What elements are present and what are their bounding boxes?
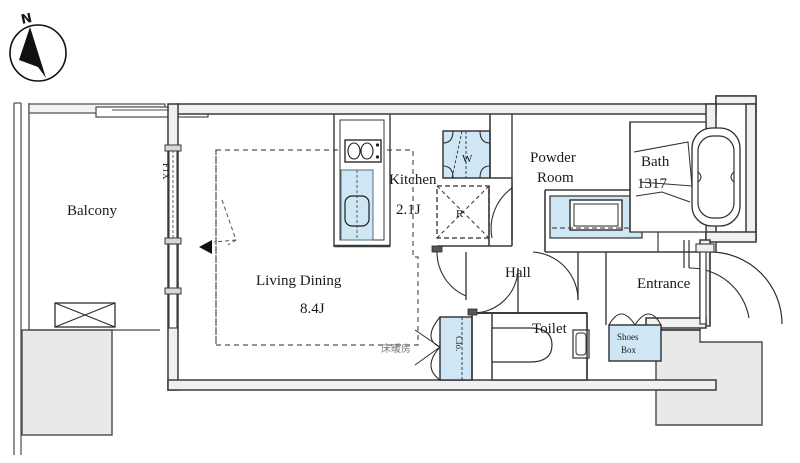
north-label: N [20, 11, 34, 28]
toilet-structure [471, 312, 590, 381]
room-label-entrance: Entrance [637, 276, 691, 292]
entrance-structure [605, 251, 700, 325]
washer-space: W [442, 130, 491, 179]
fix-window-label: FIX [161, 163, 171, 181]
room-label-balcony: Balcony [67, 203, 117, 219]
north-arrow [9, 24, 67, 82]
closet-label: Clo. [454, 336, 464, 351]
shoes-box-label-line1: Shoes [617, 332, 639, 342]
floor-heating-label: 床暖房 [381, 342, 411, 355]
balcony-sliding-door[interactable] [164, 144, 212, 329]
refrigerator-label: R [456, 208, 464, 220]
building-outer-edge [13, 102, 22, 455]
door-kitchen-to-powder[interactable] [490, 186, 513, 240]
room-area-living-dining: 8.4J [300, 301, 325, 317]
room-area-kitchen: 2.1J [396, 202, 421, 218]
door-toilet[interactable] [467, 267, 519, 316]
entrance-door[interactable] [695, 243, 783, 325]
shoes-box[interactable]: Shoes Box [608, 313, 662, 362]
washer-label: W [462, 153, 473, 165]
door-living-to-kitchen[interactable] [431, 245, 467, 300]
room-label-toilet: Toilet [532, 321, 568, 337]
room-label-powder-room-line1: Powder [530, 150, 576, 166]
room-label-kitchen: Kitchen [389, 172, 437, 188]
closet-structure[interactable]: Clo. [414, 316, 473, 381]
room-label-bath-line1: Bath [641, 154, 670, 170]
room-label-powder-room-line2: Room [537, 170, 574, 186]
neighbor-unit-lower-right [655, 329, 763, 426]
bath-structure [629, 121, 750, 319]
room-label-living-dining: Living Dining [256, 273, 342, 289]
refrigerator-space: R [436, 185, 490, 239]
powder-room-structure [511, 114, 659, 253]
balcony-structure [28, 103, 209, 331]
bath-leader-line [633, 141, 693, 203]
room-label-bath-line2: 1317 [637, 176, 668, 192]
neighbor-unit-lower-left [21, 329, 113, 436]
floor-heating-outline [213, 149, 419, 346]
shoes-box-label-line2: Box [621, 345, 637, 355]
kitchen-structure [333, 114, 391, 248]
door-hall-to-powder[interactable] [532, 251, 579, 301]
